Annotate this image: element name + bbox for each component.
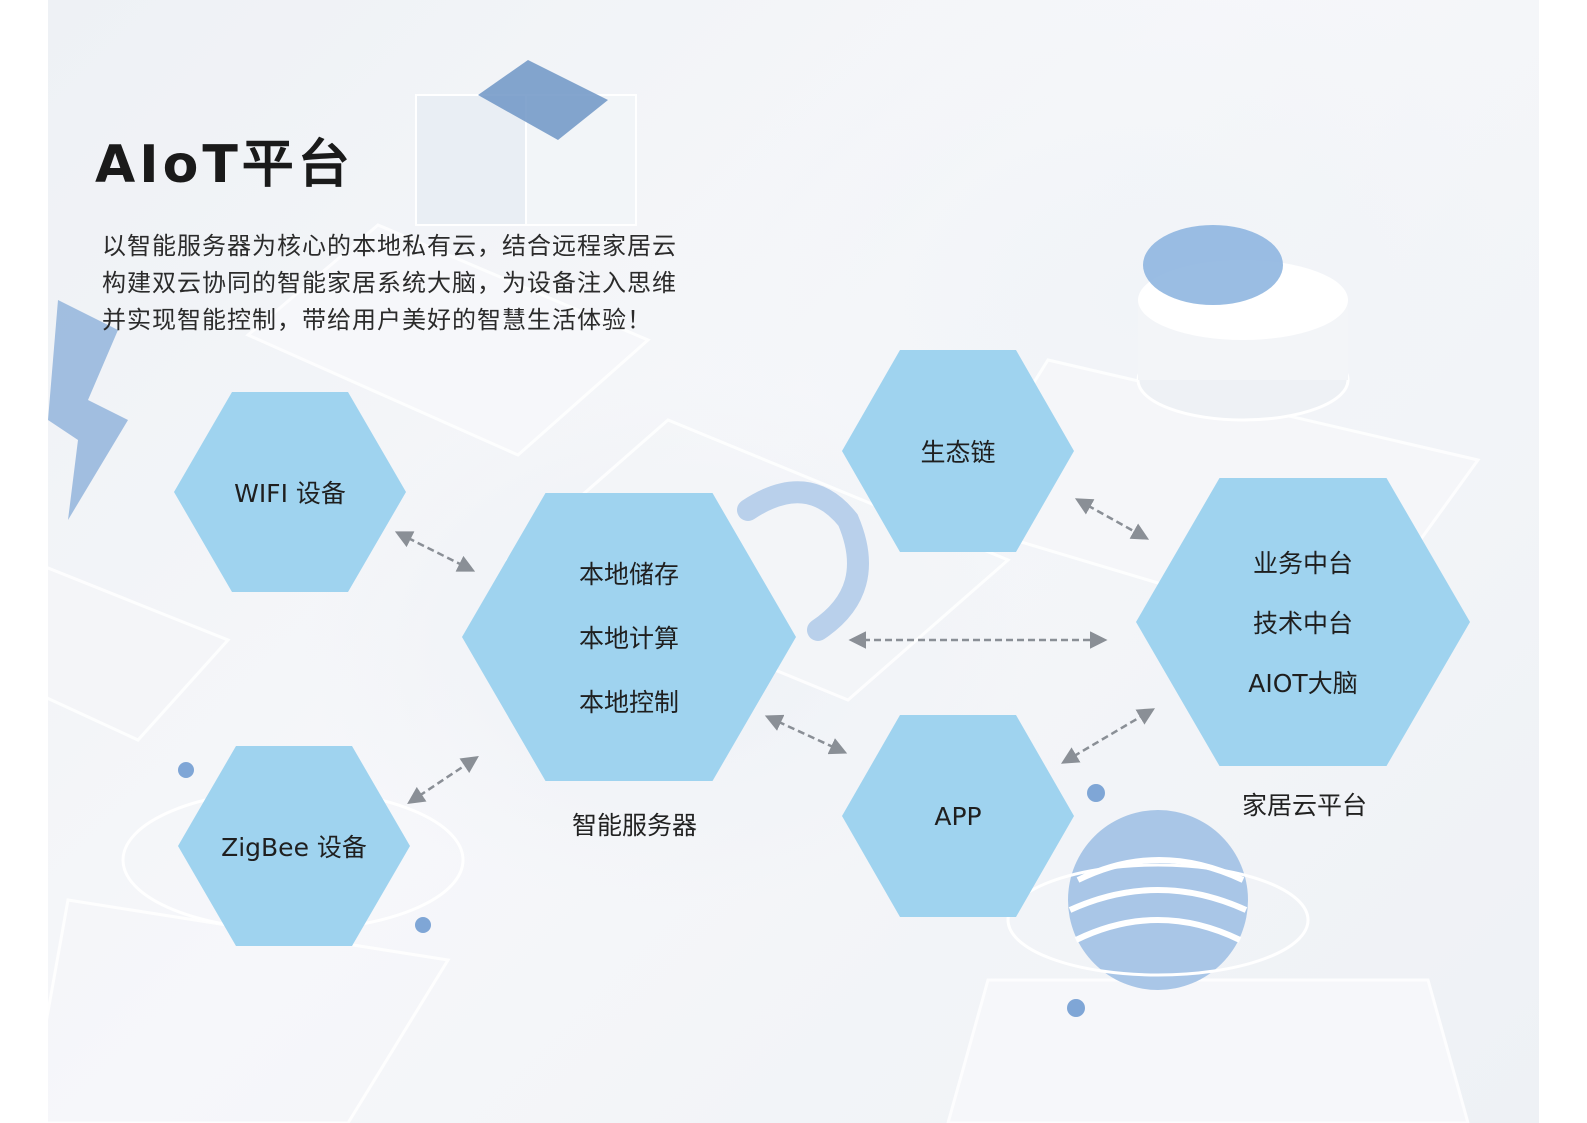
background-illustration	[48, 60, 1481, 1123]
hex-label: 生态链	[920, 438, 996, 467]
cube-decoration	[415, 60, 637, 226]
server-feature: 本地计算	[578, 624, 679, 653]
description-line: 构建双云协同的智能家居系统大脑，为设备注入思维	[102, 269, 677, 297]
hex-label: ZigBee 设备	[221, 833, 367, 862]
description-line: 并实现智能控制，带给用户美好的智慧生活体验！	[102, 306, 652, 334]
hex-smart-server: 本地储存 本地计算 本地控制	[462, 493, 796, 781]
description: 以智能服务器为核心的本地私有云，结合远程家居云 构建双云协同的智能家居系统大脑，…	[102, 228, 742, 339]
lightning-decoration	[48, 300, 128, 520]
server-feature: 本地储存	[578, 560, 679, 589]
server-caption: 智能服务器	[572, 811, 698, 840]
cloud-caption: 家居云平台	[1242, 791, 1368, 820]
server-feature: 本地控制	[578, 688, 679, 717]
cloud-feature: 业务中台	[1252, 549, 1353, 578]
arrow-server-app	[764, 714, 848, 755]
hex-label: APP	[934, 801, 982, 831]
arrow-wifi-server	[394, 531, 476, 572]
hex-label: WIFI 设备	[234, 479, 346, 508]
sphere-decoration	[1006, 784, 1310, 1017]
ribbon-decoration	[737, 481, 869, 641]
cylinder-decoration	[1136, 225, 1350, 422]
description-line: 以智能服务器为核心的本地私有云，结合远程家居云	[102, 232, 677, 260]
cloud-feature: 技术中台	[1252, 609, 1353, 638]
arrow-zigbee-server	[407, 756, 479, 804]
cloud-feature: AIOT大脑	[1248, 669, 1358, 698]
arrow-ecosystem-cloud	[1074, 498, 1150, 540]
arrow-app-cloud	[1060, 708, 1156, 764]
page-title: AIoT平台	[95, 135, 354, 195]
